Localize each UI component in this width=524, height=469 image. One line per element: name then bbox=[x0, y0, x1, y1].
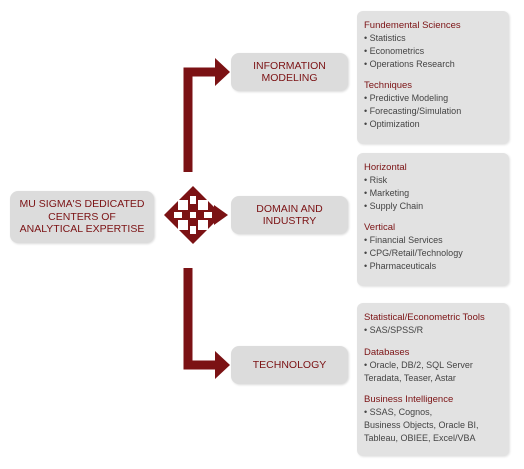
list-item: • Financial Services bbox=[364, 235, 443, 246]
section-title: Statistical/Econometric Tools bbox=[364, 312, 485, 323]
list-item: • Pharmaceuticals bbox=[364, 260, 437, 271]
section-databases: Databases • Oracle, DB/2, SQL Server Ter… bbox=[364, 346, 503, 385]
list-item: • Forecasting/Simulation bbox=[364, 106, 462, 117]
section-title: Fundemental Sciences bbox=[364, 20, 461, 31]
section-title: Techniques bbox=[364, 80, 413, 92]
list-item: • Risk bbox=[364, 175, 388, 185]
section-title: Horizontal bbox=[364, 162, 407, 173]
node-label: INFORMATION MODELING bbox=[253, 59, 326, 85]
section-title: Business Intelligence bbox=[364, 394, 454, 406]
connector-to-technology bbox=[183, 268, 217, 370]
section-horizontal: Horizontal • Risk • Marketing • Supply C… bbox=[364, 161, 503, 212]
list-item: • SAS/SPSS/R bbox=[364, 325, 424, 335]
panel-technology: Statistical/Econometric Tools • SAS/SPSS… bbox=[357, 303, 509, 456]
center-label: MU SIGMA'S DEDICATED CENTERS OF ANALYTIC… bbox=[19, 198, 145, 236]
list-item: • Statistics bbox=[364, 33, 406, 43]
list-item: • Marketing bbox=[364, 187, 410, 198]
node-information-modeling: INFORMATION MODELING bbox=[231, 53, 348, 91]
section-statistical-tools: Statistical/Econometric Tools • SAS/SPSS… bbox=[364, 311, 503, 337]
panel-information-modeling: Fundemental Sciences • Statistics • Econ… bbox=[357, 11, 509, 144]
list-item: • CPG/Retail/Technology bbox=[364, 248, 463, 259]
section-fundamental-sciences: Fundemental Sciences • Statistics • Econ… bbox=[364, 19, 503, 70]
connector-to-information-modeling bbox=[183, 67, 217, 172]
four-arrows-hub-icon bbox=[164, 186, 222, 244]
section-business-intelligence: Business Intelligence • SSAS, Cognos, Bu… bbox=[364, 393, 503, 444]
node-label: DOMAIN AND INDUSTRY bbox=[256, 202, 323, 228]
list-item: • SSAS, Cognos, Business Objects, Oracle… bbox=[364, 407, 479, 443]
section-title: Vertical bbox=[364, 222, 396, 234]
arrowhead-information-modeling bbox=[215, 58, 230, 86]
list-item: • Supply Chain bbox=[364, 200, 424, 211]
arrowhead-technology bbox=[215, 351, 230, 379]
panel-domain-and-industry: Horizontal • Risk • Marketing • Supply C… bbox=[357, 153, 509, 286]
section-title: Databases bbox=[364, 346, 410, 358]
list-item: • Operations Research bbox=[364, 58, 455, 69]
center-box: MU SIGMA'S DEDICATED CENTERS OF ANALYTIC… bbox=[10, 191, 154, 243]
node-domain-and-industry: DOMAIN AND INDUSTRY bbox=[231, 196, 348, 234]
node-label: TECHNOLOGY bbox=[252, 358, 327, 371]
list-item: • Econometrics bbox=[364, 45, 425, 56]
section-techniques: Techniques • Predictive Modeling • Forec… bbox=[364, 79, 503, 130]
list-item: • Predictive Modeling bbox=[364, 93, 449, 104]
list-item: • Oracle, DB/2, SQL Server Teradata, Tea… bbox=[364, 359, 473, 383]
node-technology: TECHNOLOGY bbox=[231, 346, 348, 384]
list-item: • Optimization bbox=[364, 118, 420, 129]
section-vertical: Vertical • Financial Services • CPG/Reta… bbox=[364, 221, 503, 272]
